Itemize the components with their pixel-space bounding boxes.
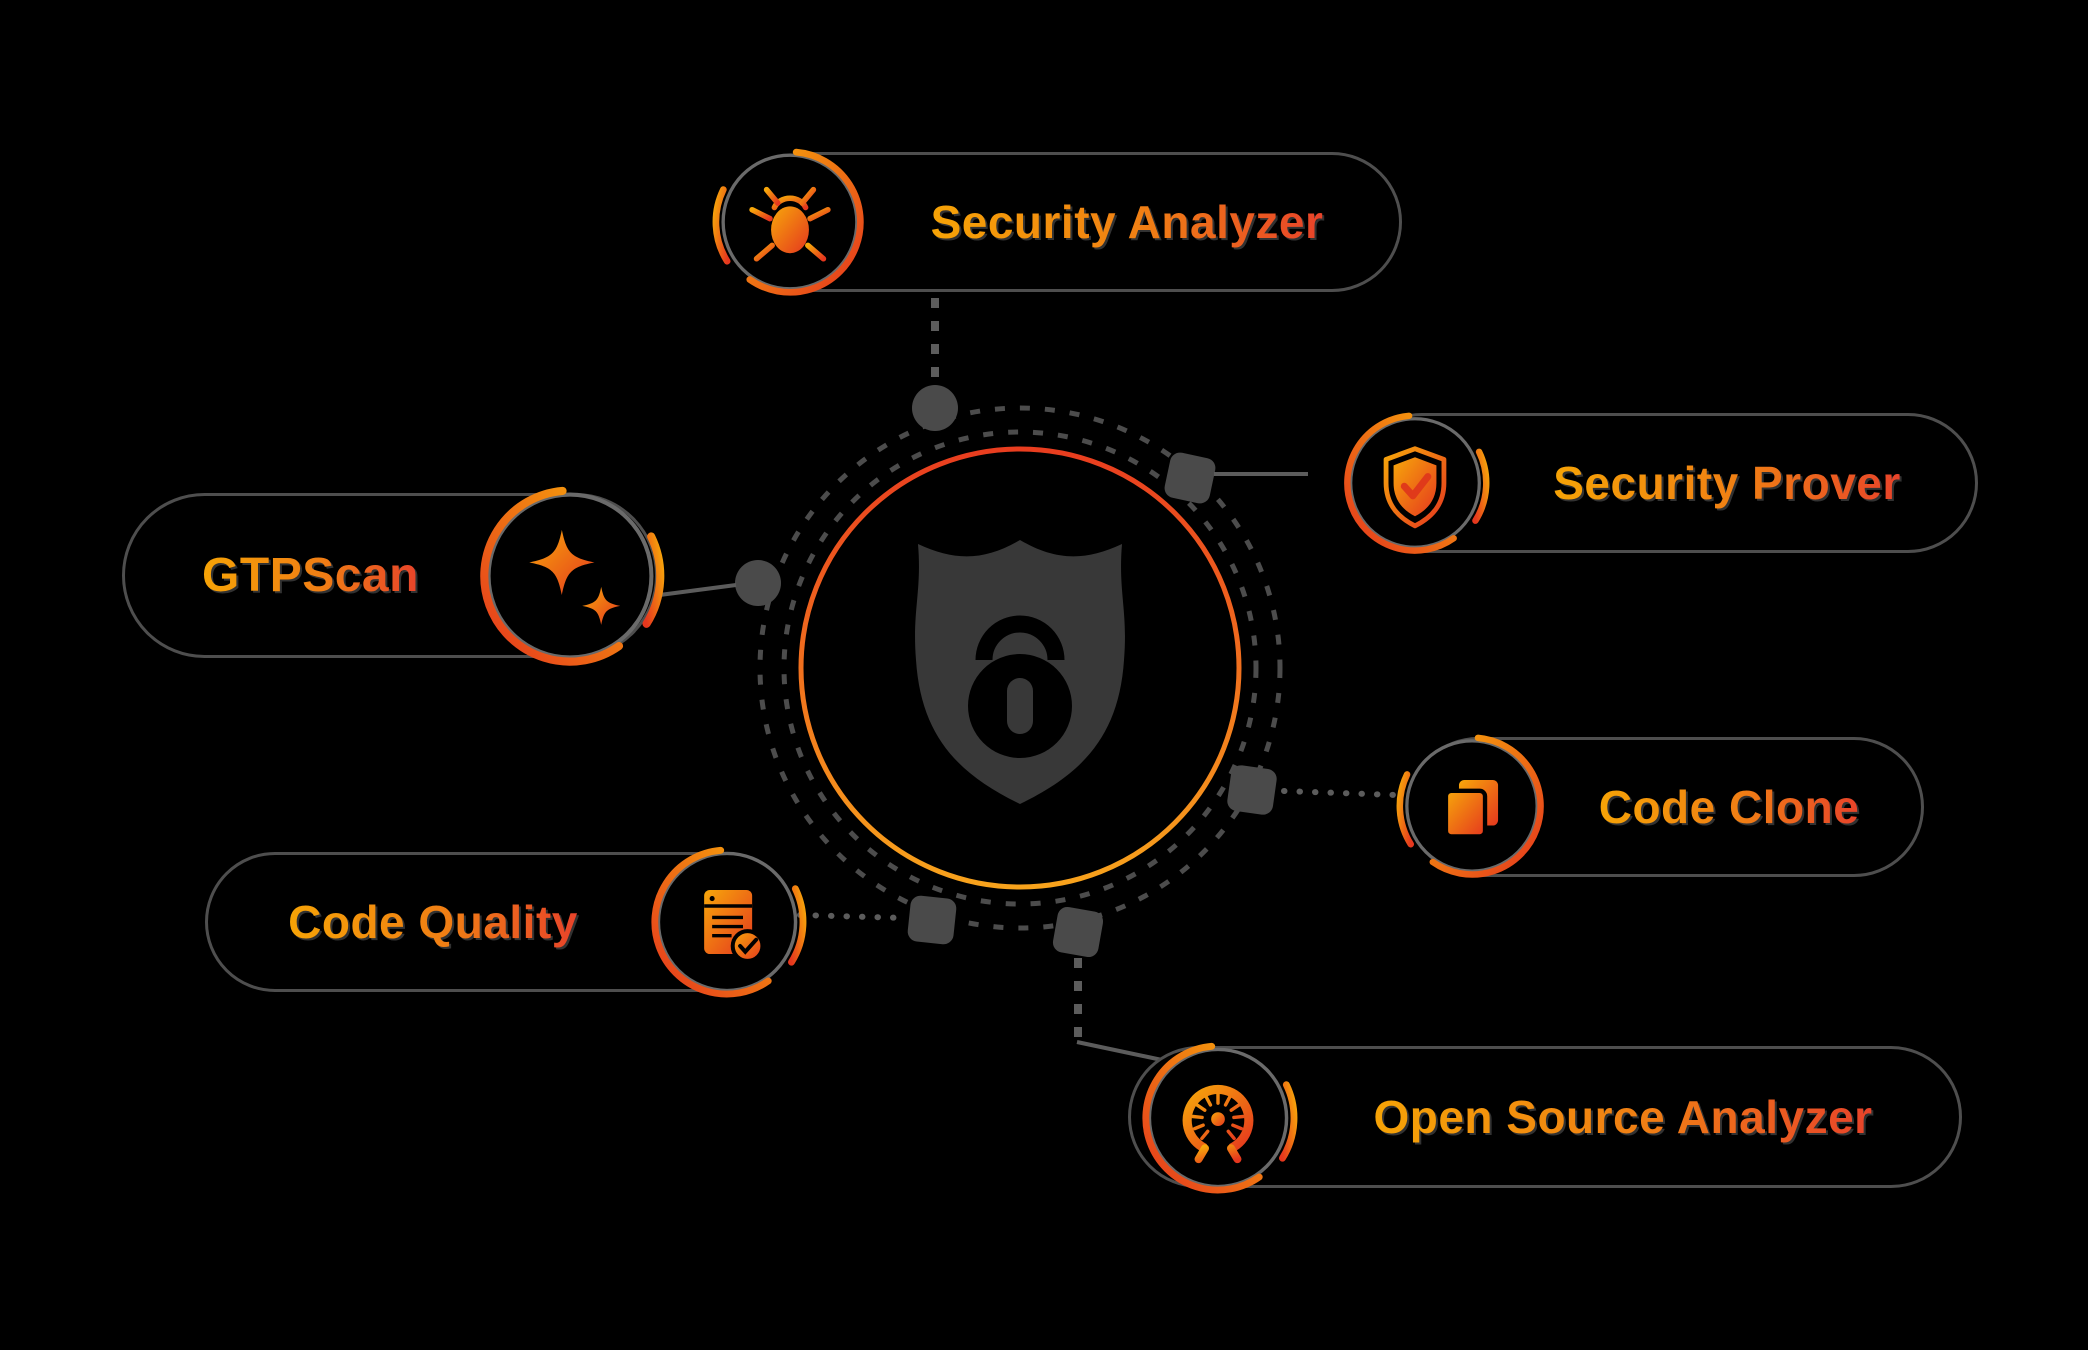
padlock-shackle: [975, 615, 1065, 661]
connector-open-source-elbow: [1076, 1040, 1163, 1062]
orbit-node-top-right: [1164, 452, 1216, 504]
connector-gtpscan: [651, 583, 737, 598]
orange-ring: [798, 446, 1242, 890]
inner-dashed-ring: [781, 429, 1259, 907]
orbit-node-right: [1227, 765, 1277, 815]
copy-icon: [1443, 779, 1499, 839]
shield-check-icon: [1383, 446, 1447, 529]
connector-code-quality: [797, 912, 909, 921]
document-check-icon: [704, 890, 765, 963]
orbit-node-left: [735, 560, 781, 606]
outer-dashed-ring: [757, 405, 1283, 931]
bug-icon: [744, 186, 836, 262]
orbit-node-bottom: [1052, 906, 1104, 958]
padlock-keyhole: [1007, 678, 1033, 734]
open-source-analyzer-badge: [1138, 1038, 1298, 1198]
code-quality-badge: [647, 842, 807, 1002]
orbit-node-bottom-left: [907, 895, 957, 945]
code-clone-badge: [1396, 730, 1548, 882]
node-label-security-analyzer: Security Analyzer: [930, 196, 1324, 248]
node-label-security-prover: Security Prover: [1553, 457, 1901, 509]
orbit-node-top: [912, 385, 958, 431]
node-label-open-source-analyzer: Open Source Analyzer: [1373, 1091, 1873, 1143]
shield-lock-icon: [915, 540, 1125, 804]
node-label-gtpscan: GTPScan: [202, 549, 419, 602]
sparkles-icon: [529, 529, 621, 625]
security-analyzer-badge: [712, 144, 868, 300]
security-prover-badge: [1340, 408, 1490, 558]
connector-code-clone: [1281, 788, 1399, 798]
node-label-code-quality: Code Quality: [288, 896, 578, 948]
node-label-code-clone: Code Clone: [1598, 781, 1860, 833]
open-source-icon: [1182, 1084, 1254, 1164]
gtpscan-badge: [475, 481, 665, 671]
